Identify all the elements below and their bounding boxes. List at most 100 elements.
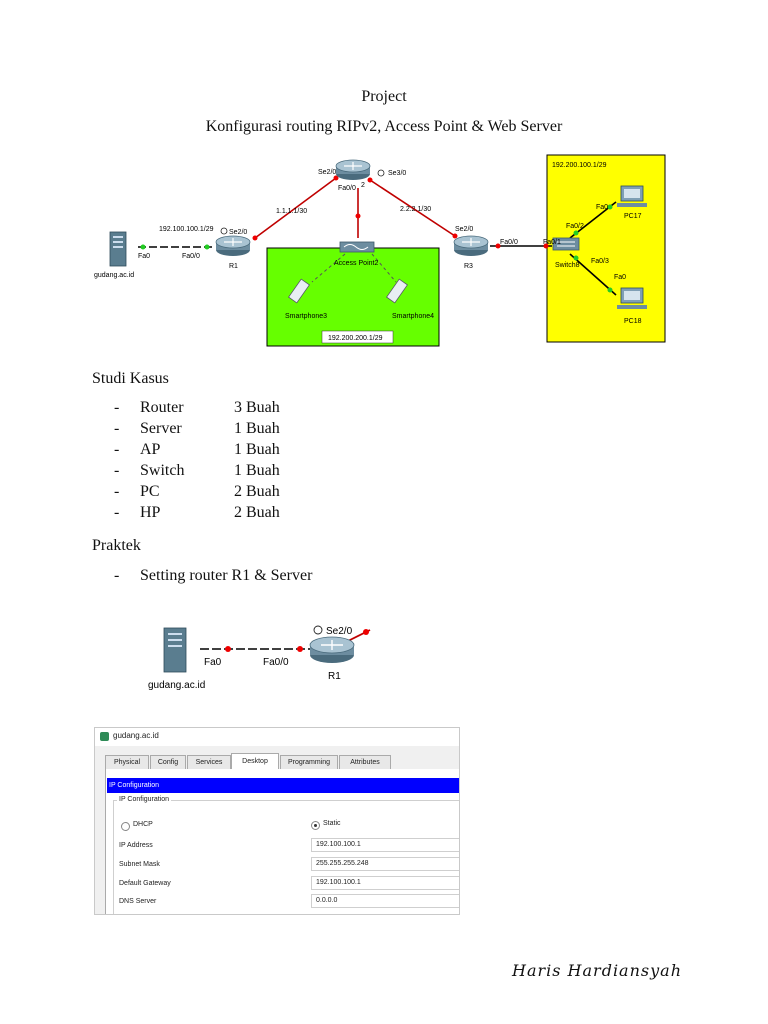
list-dash: -: [114, 483, 120, 500]
clock-icon: [377, 169, 385, 177]
network-topology-diagram: 192.200.100.1/29 192.200.200.1/29 1.1.1.…: [94, 154, 666, 347]
list-dash: -: [114, 441, 120, 458]
r1-label: R1: [229, 263, 238, 270]
server-fa0-label: Fa0: [204, 657, 222, 668]
green-net-label: 192.200.200.1/29: [328, 335, 383, 342]
item-qty: 2 Buah: [234, 504, 280, 521]
r2-se30-label: Se3/0: [388, 170, 406, 177]
r2-fa00-label: Fa0/0: [338, 185, 356, 192]
list-dash: -: [114, 462, 120, 479]
list-item: - Router 3 Buah: [114, 399, 414, 420]
list-item: - AP 1 Buah: [114, 441, 414, 462]
subnet-mask-field[interactable]: 255.255.255.248: [311, 857, 459, 871]
app-icon: [100, 732, 109, 741]
tab-programming[interactable]: Programming: [280, 755, 338, 770]
tab-attributes[interactable]: Attributes: [339, 755, 391, 770]
list-dash: -: [114, 504, 120, 521]
r1-fa00-label: Fa0/0: [182, 253, 200, 260]
praktek-heading: Praktek: [92, 537, 141, 554]
r1-se20-label: Se2/0: [229, 229, 247, 236]
item-name: Server: [140, 420, 182, 437]
list-item: - PC 2 Buah: [114, 483, 414, 504]
r2-port-number: 2: [361, 182, 365, 189]
server-ip-label: 192.100.100.1/29: [159, 226, 214, 233]
server-icon: [109, 231, 127, 267]
smartphone3-label: Smartphone3: [285, 313, 327, 320]
r3-label: R3: [464, 263, 473, 270]
item-qty: 1 Buah: [234, 462, 280, 479]
r3-se20-label: Se2/0: [455, 226, 473, 233]
pc17-label: PC17: [624, 213, 642, 220]
smartphone4-label: Smartphone4: [392, 313, 434, 320]
r2-se20-label: Se2/0: [318, 169, 336, 176]
smartphone3-icon: [288, 278, 310, 304]
switch-fa03-label: Fa0/3: [591, 258, 609, 265]
ip-config-titlebar: IP Configuration: [107, 778, 459, 793]
switch-icon: [552, 237, 580, 251]
dhcp-label: DHCP: [133, 821, 153, 828]
switch-fa01-label: Fa0/1: [543, 239, 561, 246]
router-r3-icon: [453, 235, 489, 256]
pc18-label: PC18: [624, 318, 642, 325]
dns-server-label: DNS Server: [119, 898, 157, 905]
item-name: Router: [140, 399, 184, 416]
item-name: AP: [140, 441, 161, 458]
server-name-label: gudang.ac.id: [94, 272, 134, 279]
switch-fa02-label: Fa0/2: [566, 223, 584, 230]
r1-label: R1: [328, 671, 341, 682]
list-item: - Server 1 Buah: [114, 420, 414, 441]
item-qty: 2 Buah: [234, 483, 280, 500]
subnet-mask-label: Subnet Mask: [119, 861, 160, 868]
list-dash: -: [114, 399, 120, 416]
r1-server-diagram: Se2/0 Fa0 Fa0/0 R1 gudang.ac.id: [148, 625, 371, 691]
item-qty: 1 Buah: [234, 441, 280, 458]
item-name: Switch: [140, 462, 185, 479]
list-dash: -: [114, 567, 120, 584]
server-fa0-label: Fa0: [138, 253, 150, 260]
list-item: - HP 2 Buah: [114, 504, 414, 525]
studi-kasus-list: - Router 3 Buah - Server 1 Buah - AP 1 B…: [114, 399, 414, 525]
pc18-icon: [617, 287, 647, 309]
doc-subtitle: Konfigurasi routing RIPv2, Access Point …: [205, 118, 563, 135]
r3-fa00-label: Fa0/0: [500, 239, 518, 246]
packet-tracer-window: gudang.ac.id Physical Config Services De…: [94, 727, 460, 915]
link-r2-r3-label: 2.2.2.1/30: [400, 206, 431, 213]
ap-label: Access Point2: [334, 260, 378, 267]
tab-config[interactable]: Config: [150, 755, 186, 770]
window-titlebar: gudang.ac.id: [95, 728, 459, 746]
praktek-item-text: Setting router R1 & Server: [140, 567, 313, 584]
router-r2-icon: [335, 159, 371, 180]
ip-address-label: IP Address: [119, 842, 153, 849]
server-name-label: gudang.ac.id: [148, 680, 205, 691]
clock-icon: [220, 227, 228, 235]
ip-config-group: [113, 800, 459, 914]
router-r1-icon: [215, 235, 251, 256]
switch-name-label: Switch8: [555, 262, 580, 269]
default-gateway-field[interactable]: 192.100.100.1: [311, 876, 459, 890]
smartphone4-icon: [386, 278, 408, 304]
pc18-fa0-label: Fa0: [614, 274, 626, 281]
static-label: Static: [323, 820, 341, 827]
tab-physical[interactable]: Physical: [105, 755, 149, 770]
tab-services[interactable]: Services: [187, 755, 231, 770]
author-signature: Haris Hardiansyah: [512, 961, 682, 980]
studi-kasus-heading: Studi Kasus: [92, 370, 169, 387]
ip-config-group-label: IP Configuration: [117, 796, 172, 803]
yellow-net-label: 192.200.100.1/29: [552, 162, 607, 169]
default-gateway-label: Default Gateway: [119, 880, 171, 887]
link-r1-r2-label: 1.1.1.1/30: [276, 208, 307, 215]
tab-desktop[interactable]: Desktop: [231, 753, 279, 770]
ip-address-field[interactable]: 192.100.100.1: [311, 838, 459, 852]
dhcp-radio[interactable]: [121, 822, 130, 831]
static-radio[interactable]: [311, 821, 320, 830]
router-r1-icon: [309, 636, 355, 663]
clock-icon: [313, 625, 323, 635]
dns-server-field[interactable]: 0.0.0.0: [311, 894, 459, 908]
item-name: HP: [140, 504, 161, 521]
wireless-link-sp3: [311, 253, 346, 283]
r1-fa00-label: Fa0/0: [263, 657, 289, 668]
doc-title: Project: [361, 88, 407, 105]
access-point-icon: [339, 241, 375, 253]
list-item: - Switch 1 Buah: [114, 462, 414, 483]
item-qty: 3 Buah: [234, 399, 280, 416]
